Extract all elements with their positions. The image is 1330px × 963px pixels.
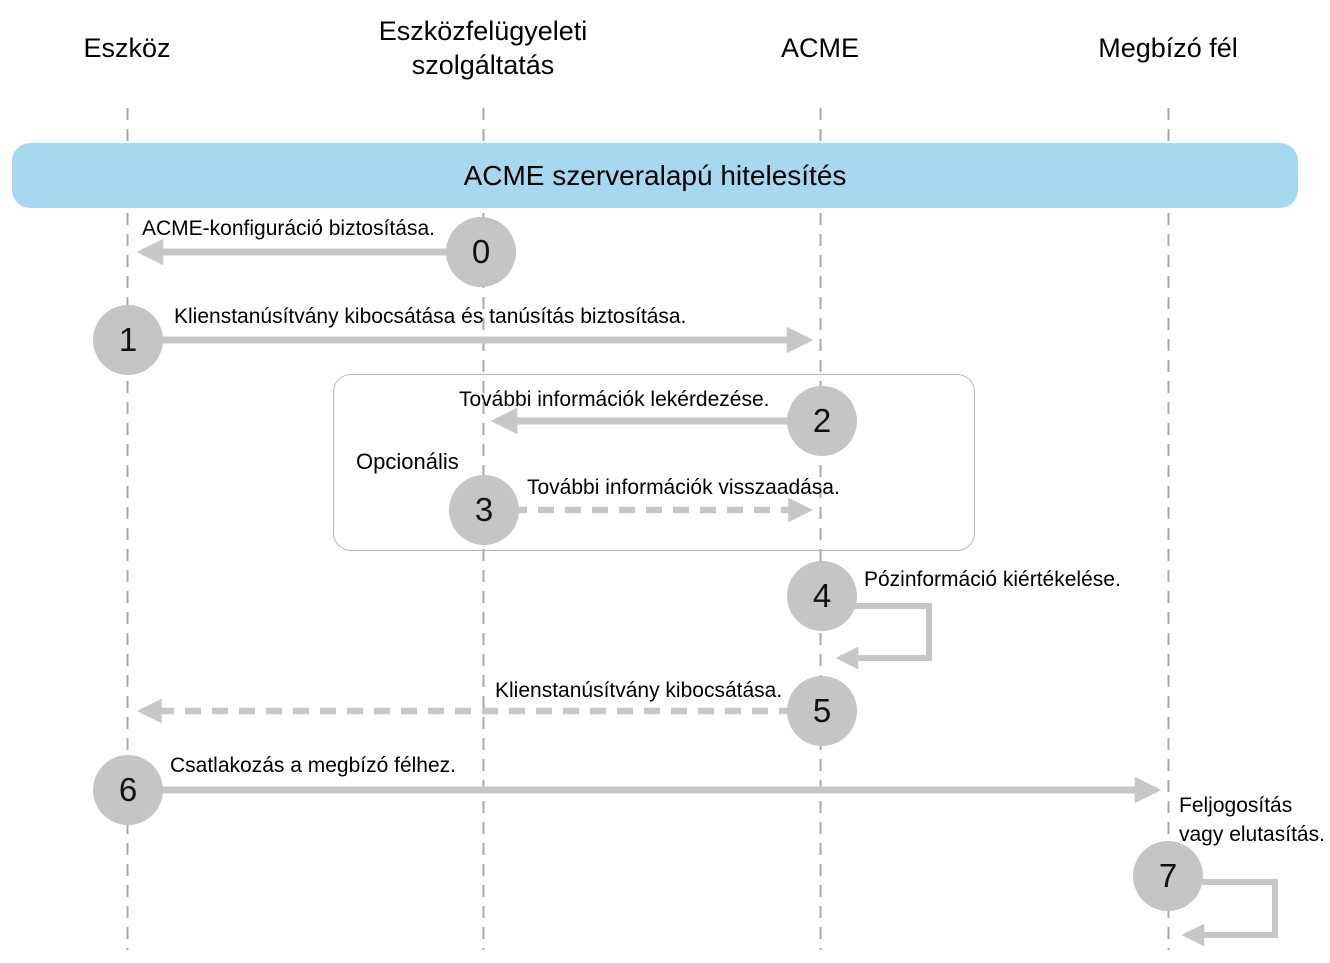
step-4-label: Pózinformáció kiértékelése. (864, 568, 1121, 591)
step-3-label: További információk visszaadása. (527, 476, 840, 499)
step-5-number: 5 (812, 692, 832, 729)
step-7-number: 7 (1158, 857, 1178, 894)
phase-banner-label: ACME szerveralapú hitelesítés (463, 159, 847, 191)
step-5-badge: 5 (787, 676, 857, 746)
step-3-number: 3 (474, 491, 494, 528)
step-7-badge: 7 (1133, 841, 1203, 911)
step-1-badge: 1 (93, 305, 163, 375)
actor-header-line-1: Eszközfelügyeleti (378, 16, 588, 46)
step-2-label: További információk lekérdezése. (459, 388, 770, 411)
step-2-badge: 2 (787, 386, 857, 456)
step-6-label: Csatlakozás a megbízó félhez. (170, 754, 456, 777)
step-3-badge: 3 (449, 475, 519, 545)
step-4-number: 4 (812, 577, 832, 614)
step-4-self-loop-arrow (822, 603, 932, 670)
step-0-number: 0 (471, 233, 491, 270)
step-2-number: 2 (812, 402, 832, 439)
actor-header-line-2: szolgáltatás (411, 50, 555, 80)
actor-header-eszkozfelugyeleti-szolgaltatas: Eszközfelügyeleti szolgáltatás (353, 14, 613, 82)
step-7-self-loop-arrow (1168, 879, 1278, 947)
optional-group-label: Opcionális (356, 449, 459, 474)
step-0-badge: 0 (446, 217, 516, 287)
optional-group-box (333, 374, 975, 551)
phase-banner: ACME szerveralapú hitelesítés (12, 143, 1298, 208)
step-7-label-line-2: vagy elutasítás. (1179, 823, 1325, 846)
actor-header-megbizo-fel: Megbízó fél (1098, 33, 1238, 63)
step-6-number: 6 (118, 771, 138, 808)
step-4-badge: 4 (787, 561, 857, 631)
step-0-label: ACME-konfiguráció biztosítása. (142, 217, 435, 240)
actor-header-eszkoz: Eszköz (83, 33, 171, 63)
step-6-badge: 6 (93, 755, 163, 825)
step-1-label: Klienstanúsítvány kibocsátása és tanúsít… (174, 305, 687, 328)
step-5-label: Klienstanúsítvány kibocsátása. (495, 679, 783, 702)
step-7-label: Feljogosítás vagy elutasítás. (1179, 791, 1329, 849)
step-7-label-line-1: Feljogosítás (1179, 794, 1293, 817)
actor-header-acme: ACME (780, 33, 859, 63)
step-1-number: 1 (118, 321, 138, 358)
